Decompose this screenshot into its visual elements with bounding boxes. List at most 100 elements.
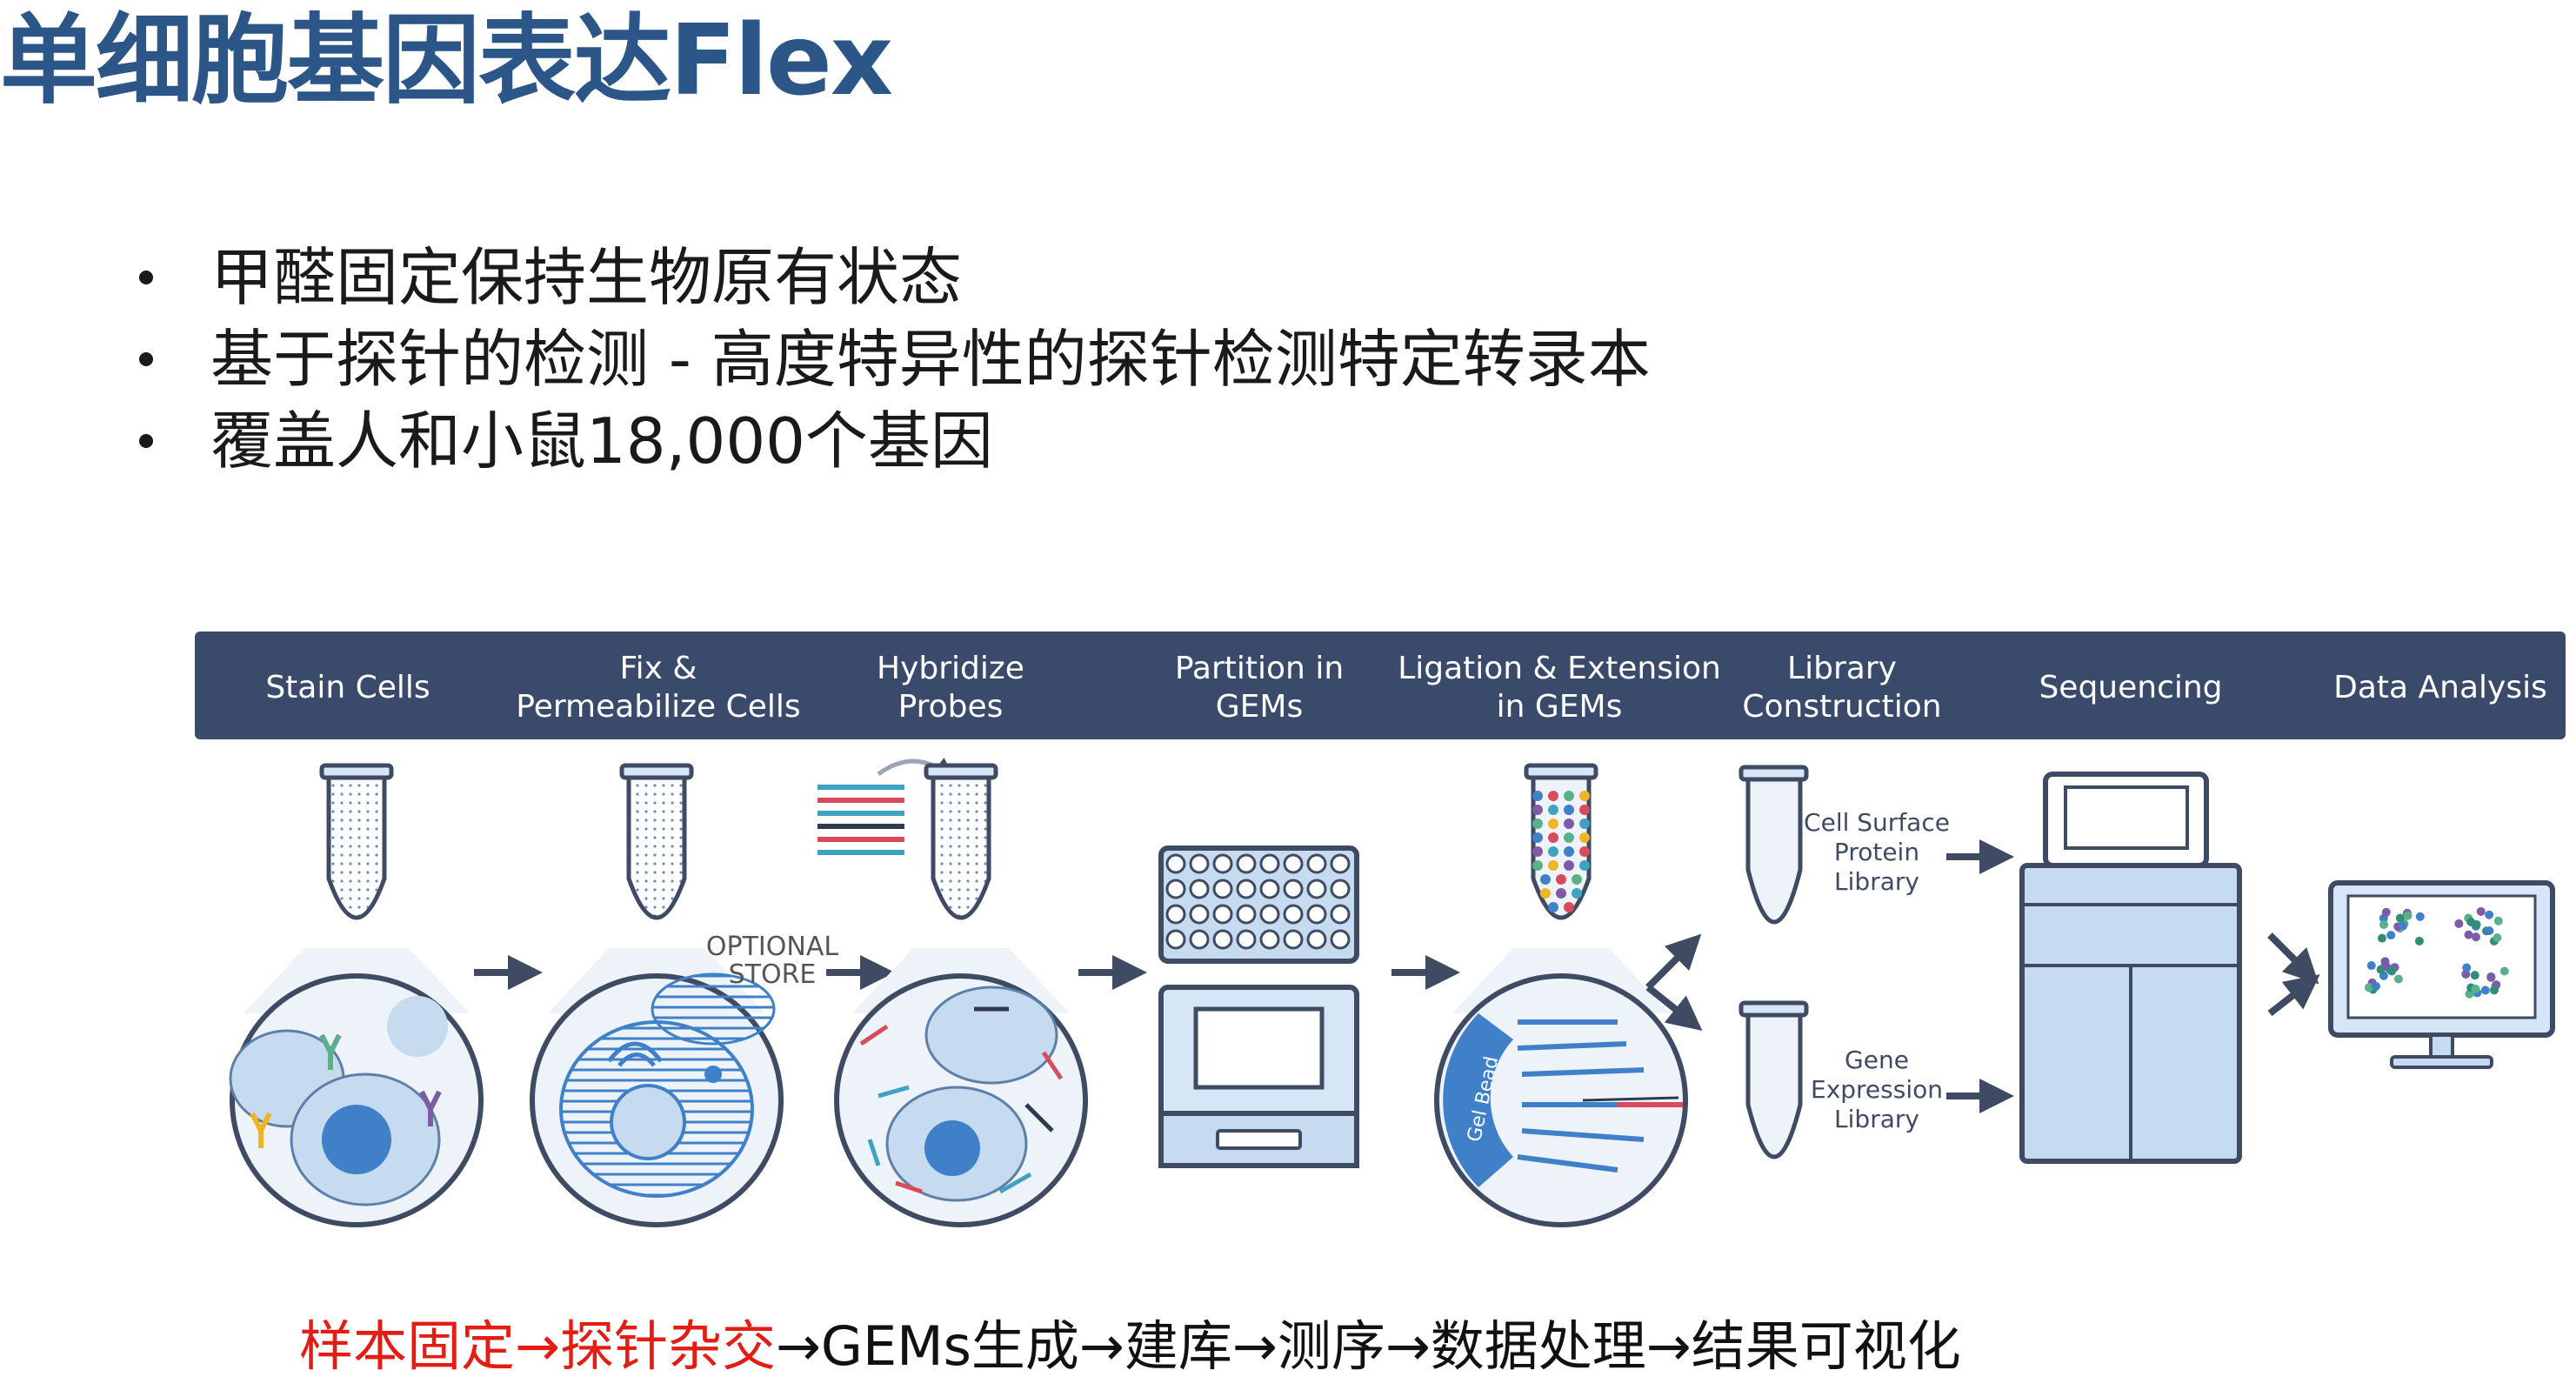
gem-droplet xyxy=(1548,902,1558,912)
chip-well xyxy=(1165,853,1186,874)
chip-well xyxy=(1212,929,1233,950)
gem-droplet xyxy=(1564,791,1574,801)
step-label: Probes xyxy=(898,689,1004,725)
library-label: Cell Surface xyxy=(1804,808,1950,837)
step-label: Fix & xyxy=(620,651,697,686)
gem-droplet xyxy=(1540,888,1551,899)
gem-droplet xyxy=(1532,846,1543,857)
sequencer-icon xyxy=(2019,772,2242,1164)
chip-well xyxy=(1212,853,1233,874)
scatter-dot xyxy=(2364,983,2373,992)
chip-well xyxy=(1330,853,1351,874)
chip-well xyxy=(1189,879,1210,899)
bullet-text: 基于探针的检测 - 高度特异性的探针检测特定转录本 xyxy=(210,323,1651,396)
scatter-dot xyxy=(2377,933,2386,943)
gem-droplet xyxy=(1532,832,1543,843)
scatter-dot xyxy=(2493,916,2503,926)
scatter-dot xyxy=(2399,921,2408,931)
chip-well xyxy=(1259,904,1280,925)
scatter-dot xyxy=(2493,932,2502,942)
bullet-item: 甲醛固定保持生物原有状态 xyxy=(139,237,1651,318)
chip-well xyxy=(1236,929,1257,950)
step-label: Data Analysis xyxy=(2333,670,2547,705)
step-label: Stain Cells xyxy=(265,670,430,705)
gem-droplet xyxy=(1564,819,1574,829)
chip-well xyxy=(1283,904,1304,925)
chip-well xyxy=(1306,879,1327,899)
scatter-dot xyxy=(2454,919,2464,928)
chip-well xyxy=(1306,904,1327,925)
chip-well xyxy=(1259,879,1280,899)
scatter-dot xyxy=(2462,963,2472,972)
gem-droplet xyxy=(1564,832,1574,843)
chip-well xyxy=(1330,904,1351,925)
optional-store-label: OPTIONAL xyxy=(706,932,838,962)
chip-well xyxy=(1189,853,1210,874)
step-label: GEMs xyxy=(1216,689,1303,725)
gem-droplet xyxy=(1556,888,1566,899)
gem-droplet xyxy=(1564,805,1574,815)
step-label: Permeabilize Cells xyxy=(516,689,800,725)
scatter-dot xyxy=(2381,907,2391,917)
scatter-dot xyxy=(2379,919,2389,929)
gem-droplet xyxy=(1548,819,1558,829)
gem-droplet xyxy=(1548,832,1558,843)
bullet-text: 甲醛固定保持生物原有状态 xyxy=(210,241,963,314)
scatter-dot xyxy=(2380,957,2390,966)
chip-well xyxy=(1259,929,1280,950)
step-label: Sequencing xyxy=(2039,670,2222,705)
step-label: Library xyxy=(1787,651,1897,686)
scatter-dot xyxy=(2387,966,2397,976)
step-label: Ligation & Extension xyxy=(1398,651,1721,686)
library-label: Library xyxy=(1834,1105,1919,1133)
scatter-dot xyxy=(2476,906,2486,916)
gem-droplet xyxy=(1579,846,1590,857)
monitor-scatter-icon xyxy=(2328,880,2555,1069)
library-label: Library xyxy=(1834,867,1919,896)
chip-well xyxy=(1212,879,1233,899)
gem-droplet xyxy=(1564,860,1574,871)
gem-droplet xyxy=(1572,874,1582,885)
bullet-icon xyxy=(139,434,153,448)
scatter-dot xyxy=(2486,972,2496,982)
pipeline-summary: 样本固定→探针杂交→GEMs生成→建库→测序→数据处理→结果可视化 xyxy=(299,1312,1961,1381)
optional-store-label: STORE xyxy=(729,959,817,990)
pipeline-summary-rest: →GEMs生成→建库→测序→数据处理→结果可视化 xyxy=(775,1314,1961,1378)
gem-droplet xyxy=(1548,791,1558,801)
gem-droplet xyxy=(1548,805,1558,815)
chip-well xyxy=(1165,904,1186,925)
gem-droplet xyxy=(1579,819,1590,829)
scatter-dot xyxy=(2485,910,2494,919)
gem-droplet xyxy=(1579,832,1590,843)
scatter-dot xyxy=(2471,932,2480,942)
chip-well xyxy=(1259,853,1280,874)
gem-droplet xyxy=(1548,860,1558,871)
scatter-dot xyxy=(2461,969,2471,979)
chip-well xyxy=(1283,853,1304,874)
workflow-header-bar xyxy=(195,632,2566,739)
scatter-dot xyxy=(2464,930,2473,939)
fixed-cell-circle-icon xyxy=(530,763,784,1227)
gem-droplet xyxy=(1548,846,1558,857)
chip-well xyxy=(1283,879,1304,899)
gem-droplet xyxy=(1532,791,1543,801)
gem-droplet xyxy=(1579,860,1590,871)
chip-well xyxy=(1306,929,1327,950)
chip-well xyxy=(1212,904,1233,925)
gem-droplet xyxy=(1532,860,1543,871)
scatter-dot xyxy=(2415,912,2425,921)
pipeline-summary-highlight: 样本固定→探针杂交 xyxy=(299,1314,776,1378)
chip-well xyxy=(1330,879,1351,899)
gem-droplet xyxy=(1532,805,1543,815)
scatter-dot xyxy=(2366,961,2376,971)
library-label: Protein xyxy=(1834,838,1919,866)
bullet-item: 基于探针的检测 - 高度特异性的探针检测特定转录本 xyxy=(139,318,1651,400)
chip-well xyxy=(1306,853,1327,874)
step-label: Hybridize xyxy=(877,651,1024,686)
page-title: 单细胞基因表达Flex xyxy=(0,4,893,117)
library-label: Expression xyxy=(1811,1075,1943,1104)
chip-well xyxy=(1165,879,1186,899)
scatter-dot xyxy=(2371,981,2380,991)
chip-well xyxy=(1283,929,1304,950)
